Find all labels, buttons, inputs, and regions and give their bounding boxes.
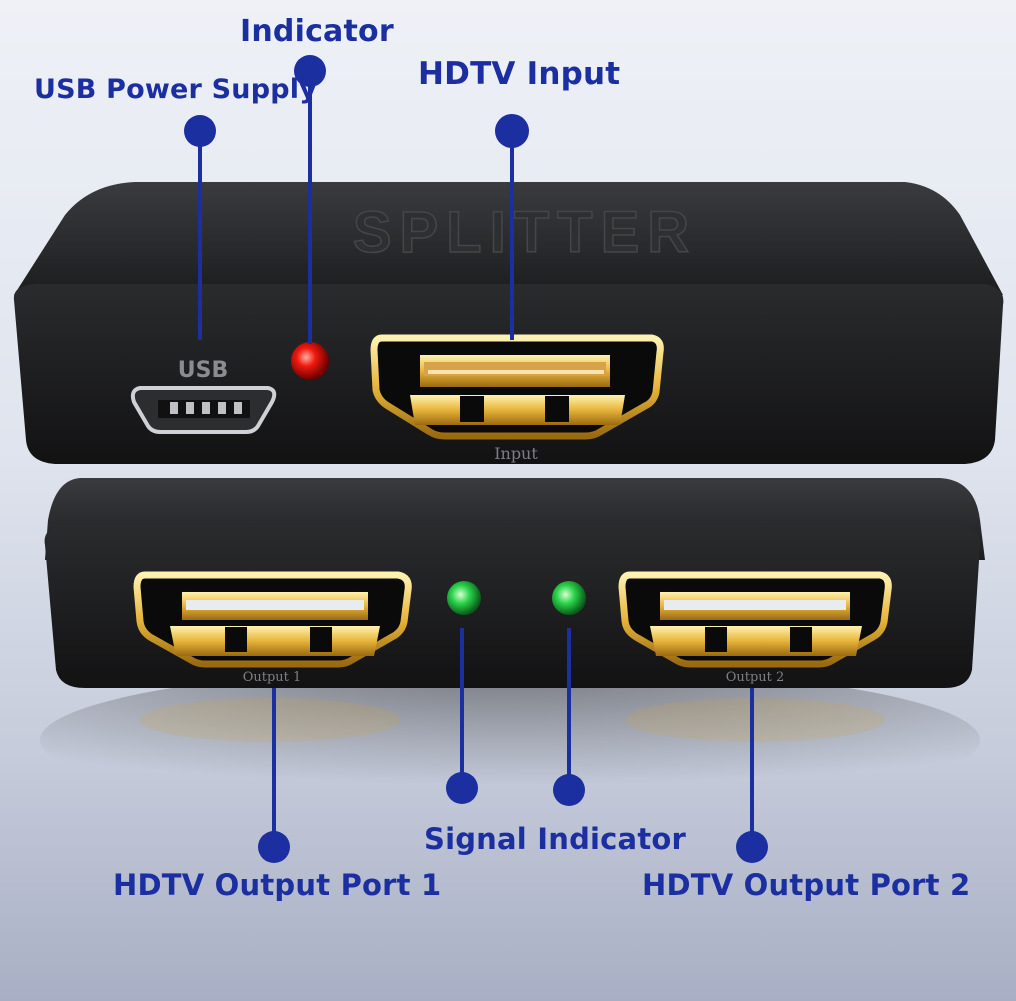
callout-dot-output-2 (736, 831, 768, 863)
callout-usb-power-supply: USB Power Supply (34, 74, 318, 105)
usb-micro-port-icon (130, 386, 277, 434)
hdmi-port-icon (133, 571, 412, 668)
output2-port-label: Output 2 (726, 670, 785, 685)
callout-indicator: Indicator (240, 14, 394, 49)
emboss-splitter-text: SPLITTER (353, 200, 697, 265)
callout-hdtv-input: HDTV Input (418, 56, 621, 92)
hdmi-port-icon (618, 571, 892, 668)
usb-port: USB (130, 358, 277, 434)
hdmi-port-icon (370, 334, 664, 440)
callout-dot-signal-2 (553, 774, 585, 806)
callout-dot-input (495, 114, 529, 148)
callout-dot-indicator (294, 55, 326, 87)
input-port-label: Input (494, 444, 538, 463)
hdmi-output-port-1: Output 1 (133, 571, 412, 685)
power-indicator-led-icon (291, 342, 329, 380)
callout-dot-usb (184, 115, 216, 147)
signal-indicator-led-2-icon (552, 581, 586, 615)
hdmi-output-port-2: Output 2 (618, 571, 892, 685)
signal-indicator-led-1-icon (447, 581, 481, 615)
callout-hdtv-output-port-2: HDTV Output Port 2 (642, 868, 971, 902)
hdmi-input-port: Input (370, 334, 664, 463)
usb-port-label: USB (178, 358, 228, 383)
callout-hdtv-output-port-1: HDTV Output Port 1 (113, 868, 442, 902)
callout-dot-output-1 (258, 831, 290, 863)
output1-port-label: Output 1 (243, 670, 302, 685)
callout-signal-indicator: Signal Indicator (424, 822, 687, 856)
callout-dot-signal-1 (446, 772, 478, 804)
input-port-pins (428, 370, 604, 374)
callout-leaders (184, 55, 768, 863)
